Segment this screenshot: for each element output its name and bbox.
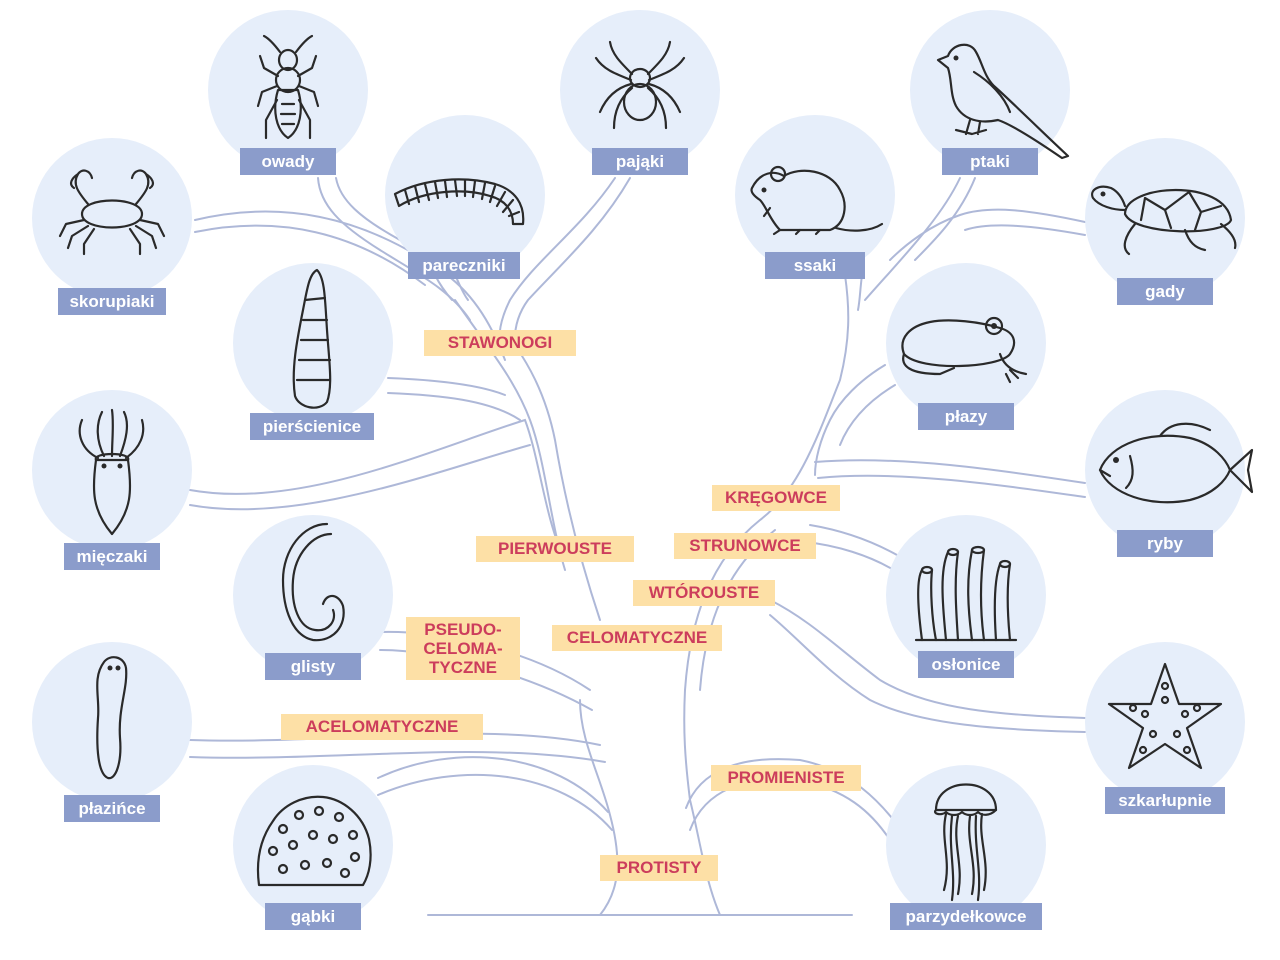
label-glisty: glisty	[265, 653, 361, 680]
clade-acelomatyczne: ACELOMATYCZNE	[281, 714, 483, 740]
clade-wtorouste: WTÓROUSTE	[633, 580, 775, 606]
label-owady: owady	[240, 148, 336, 175]
clade-protisty: PROTISTY	[600, 855, 718, 881]
roundworm-icon	[281, 522, 345, 642]
flatworm-icon	[96, 656, 128, 780]
label-gabki: gąbki	[265, 903, 361, 930]
label-ryby: ryby	[1117, 530, 1213, 557]
label-ssaki: ssaki	[765, 252, 865, 279]
clade-celomatyczne: CELOMATYCZNE	[552, 625, 722, 651]
turtle-icon	[1091, 185, 1237, 256]
clade-stawonogi: STAWONOGI	[424, 330, 576, 356]
label-plazy: płazy	[918, 403, 1014, 430]
worm-icon	[292, 268, 332, 409]
label-mieczaki: mięczaki	[64, 543, 160, 570]
fish-icon	[1098, 422, 1254, 504]
frog-icon	[901, 316, 1028, 384]
label-skorupiaki: skorupiaki	[58, 288, 166, 315]
clade-promieniste: PROMIENISTE	[711, 765, 861, 791]
label-ptaki: ptaki	[942, 148, 1038, 175]
label-gady: gady	[1117, 278, 1213, 305]
label-plazince: płazińce	[64, 795, 160, 822]
clade-kregowce: KRĘGOWCE	[712, 485, 840, 511]
starfish-icon	[1107, 662, 1223, 770]
label-pierscienice: pierścienice	[250, 413, 374, 440]
clade-pseudo-line-3: TYCZNE	[429, 658, 497, 677]
label-parzydelkowce: parzydełkowce	[890, 903, 1042, 930]
clade-strunowce: STRUNOWCE	[674, 533, 816, 559]
label-pareczniki: pareczniki	[408, 252, 520, 279]
clade-pseudo-line-1: PSEUDO-	[424, 620, 502, 639]
millipede-icon	[393, 178, 525, 226]
label-pajaki: pająki	[592, 148, 688, 175]
clade-pierwouste: PIERWOUSTE	[476, 536, 634, 562]
jellyfish-icon	[934, 783, 998, 902]
clade-pseudo-line-2: CELOMA-	[423, 639, 503, 658]
tunicate-icon	[914, 545, 1018, 642]
mouse-icon	[750, 165, 884, 236]
label-oslonice: osłonice	[918, 651, 1014, 678]
clade-pseudocelomatyczne: PSEUDO- CELOMA- TYCZNE	[406, 617, 520, 680]
crab-icon	[58, 169, 166, 256]
spider-icon	[594, 40, 686, 130]
squid-icon	[78, 408, 145, 536]
label-szkarlupnie: szkarłupnie	[1105, 787, 1225, 814]
sponge-icon	[256, 795, 372, 887]
bird-icon	[936, 43, 1070, 160]
insect-icon	[256, 34, 320, 140]
